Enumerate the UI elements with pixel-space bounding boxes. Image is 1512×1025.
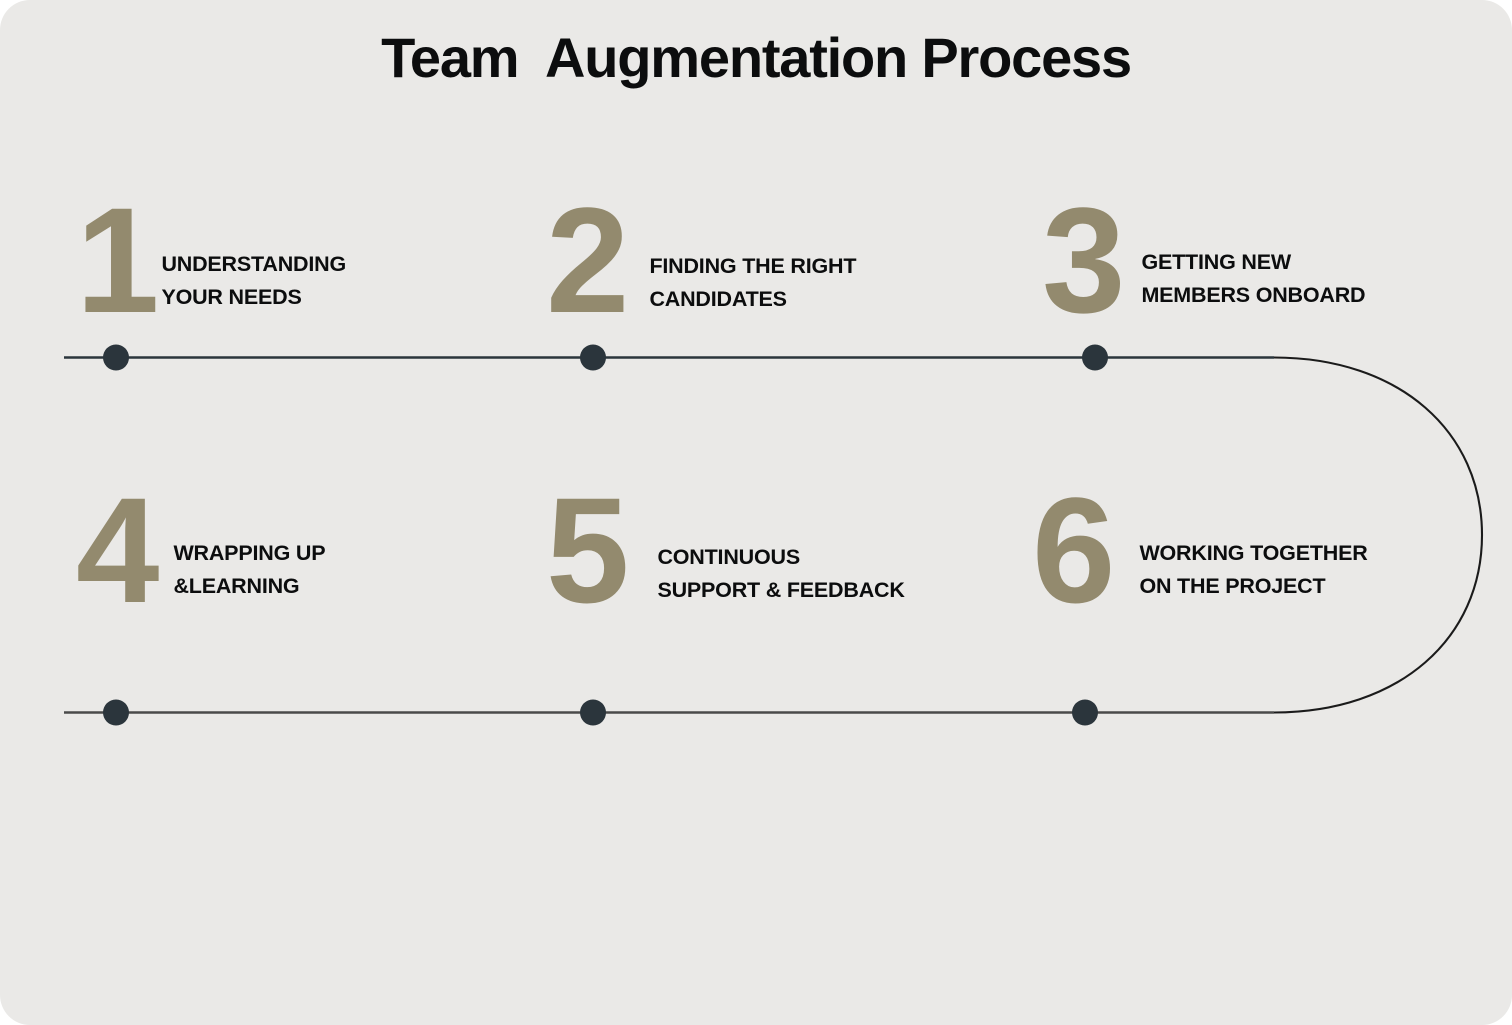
timeline-dot-step-2[interactable] <box>580 344 606 371</box>
step-item-3[interactable]: 3 GETTING NEW MEMBERS ONBOARD <box>1042 176 1366 344</box>
step-number-2: 2 <box>546 176 629 344</box>
step-label-3: GETTING NEW MEMBERS ONBOARD <box>1141 250 1366 307</box>
timeline-dot-step-5[interactable] <box>580 699 606 726</box>
step-number-6: 6 <box>1032 466 1115 634</box>
timeline-dot-step-3[interactable] <box>1082 344 1108 371</box>
timeline-dot-step-6[interactable] <box>1072 699 1098 726</box>
step-number-5: 5 <box>546 466 629 634</box>
step-label-6: WORKING TOGETHER ON THE PROJECT <box>1139 541 1368 598</box>
step-number-3: 3 <box>1042 176 1125 344</box>
timeline-dot-step-1[interactable] <box>103 344 129 371</box>
step-label-4: WRAPPING UP &LEARNING <box>173 541 326 598</box>
step-label-1: UNDERSTANDING YOUR NEEDS <box>161 252 346 309</box>
step-item-1[interactable]: 1 UNDERSTANDING YOUR NEEDS <box>76 176 346 344</box>
step-number-4: 4 <box>76 466 159 634</box>
step-number-1: 1 <box>76 176 159 344</box>
step-item-4[interactable]: 4 WRAPPING UP &LEARNING <box>76 466 326 634</box>
step-item-6[interactable]: 6 WORKING TOGETHER ON THE PROJECT <box>1032 466 1368 634</box>
step-label-2: FINDING THE RIGHT CANDIDATES <box>649 254 857 311</box>
step-item-5[interactable]: 5 CONTINUOUS SUPPORT & FEEDBACK <box>546 466 905 634</box>
page-title: Team Augmentation Process <box>381 26 1132 89</box>
step-label-5: CONTINUOUS SUPPORT & FEEDBACK <box>657 545 905 602</box>
step-item-2[interactable]: 2 FINDING THE RIGHT CANDIDATES <box>546 176 857 344</box>
timeline-dot-step-4[interactable] <box>103 699 129 726</box>
